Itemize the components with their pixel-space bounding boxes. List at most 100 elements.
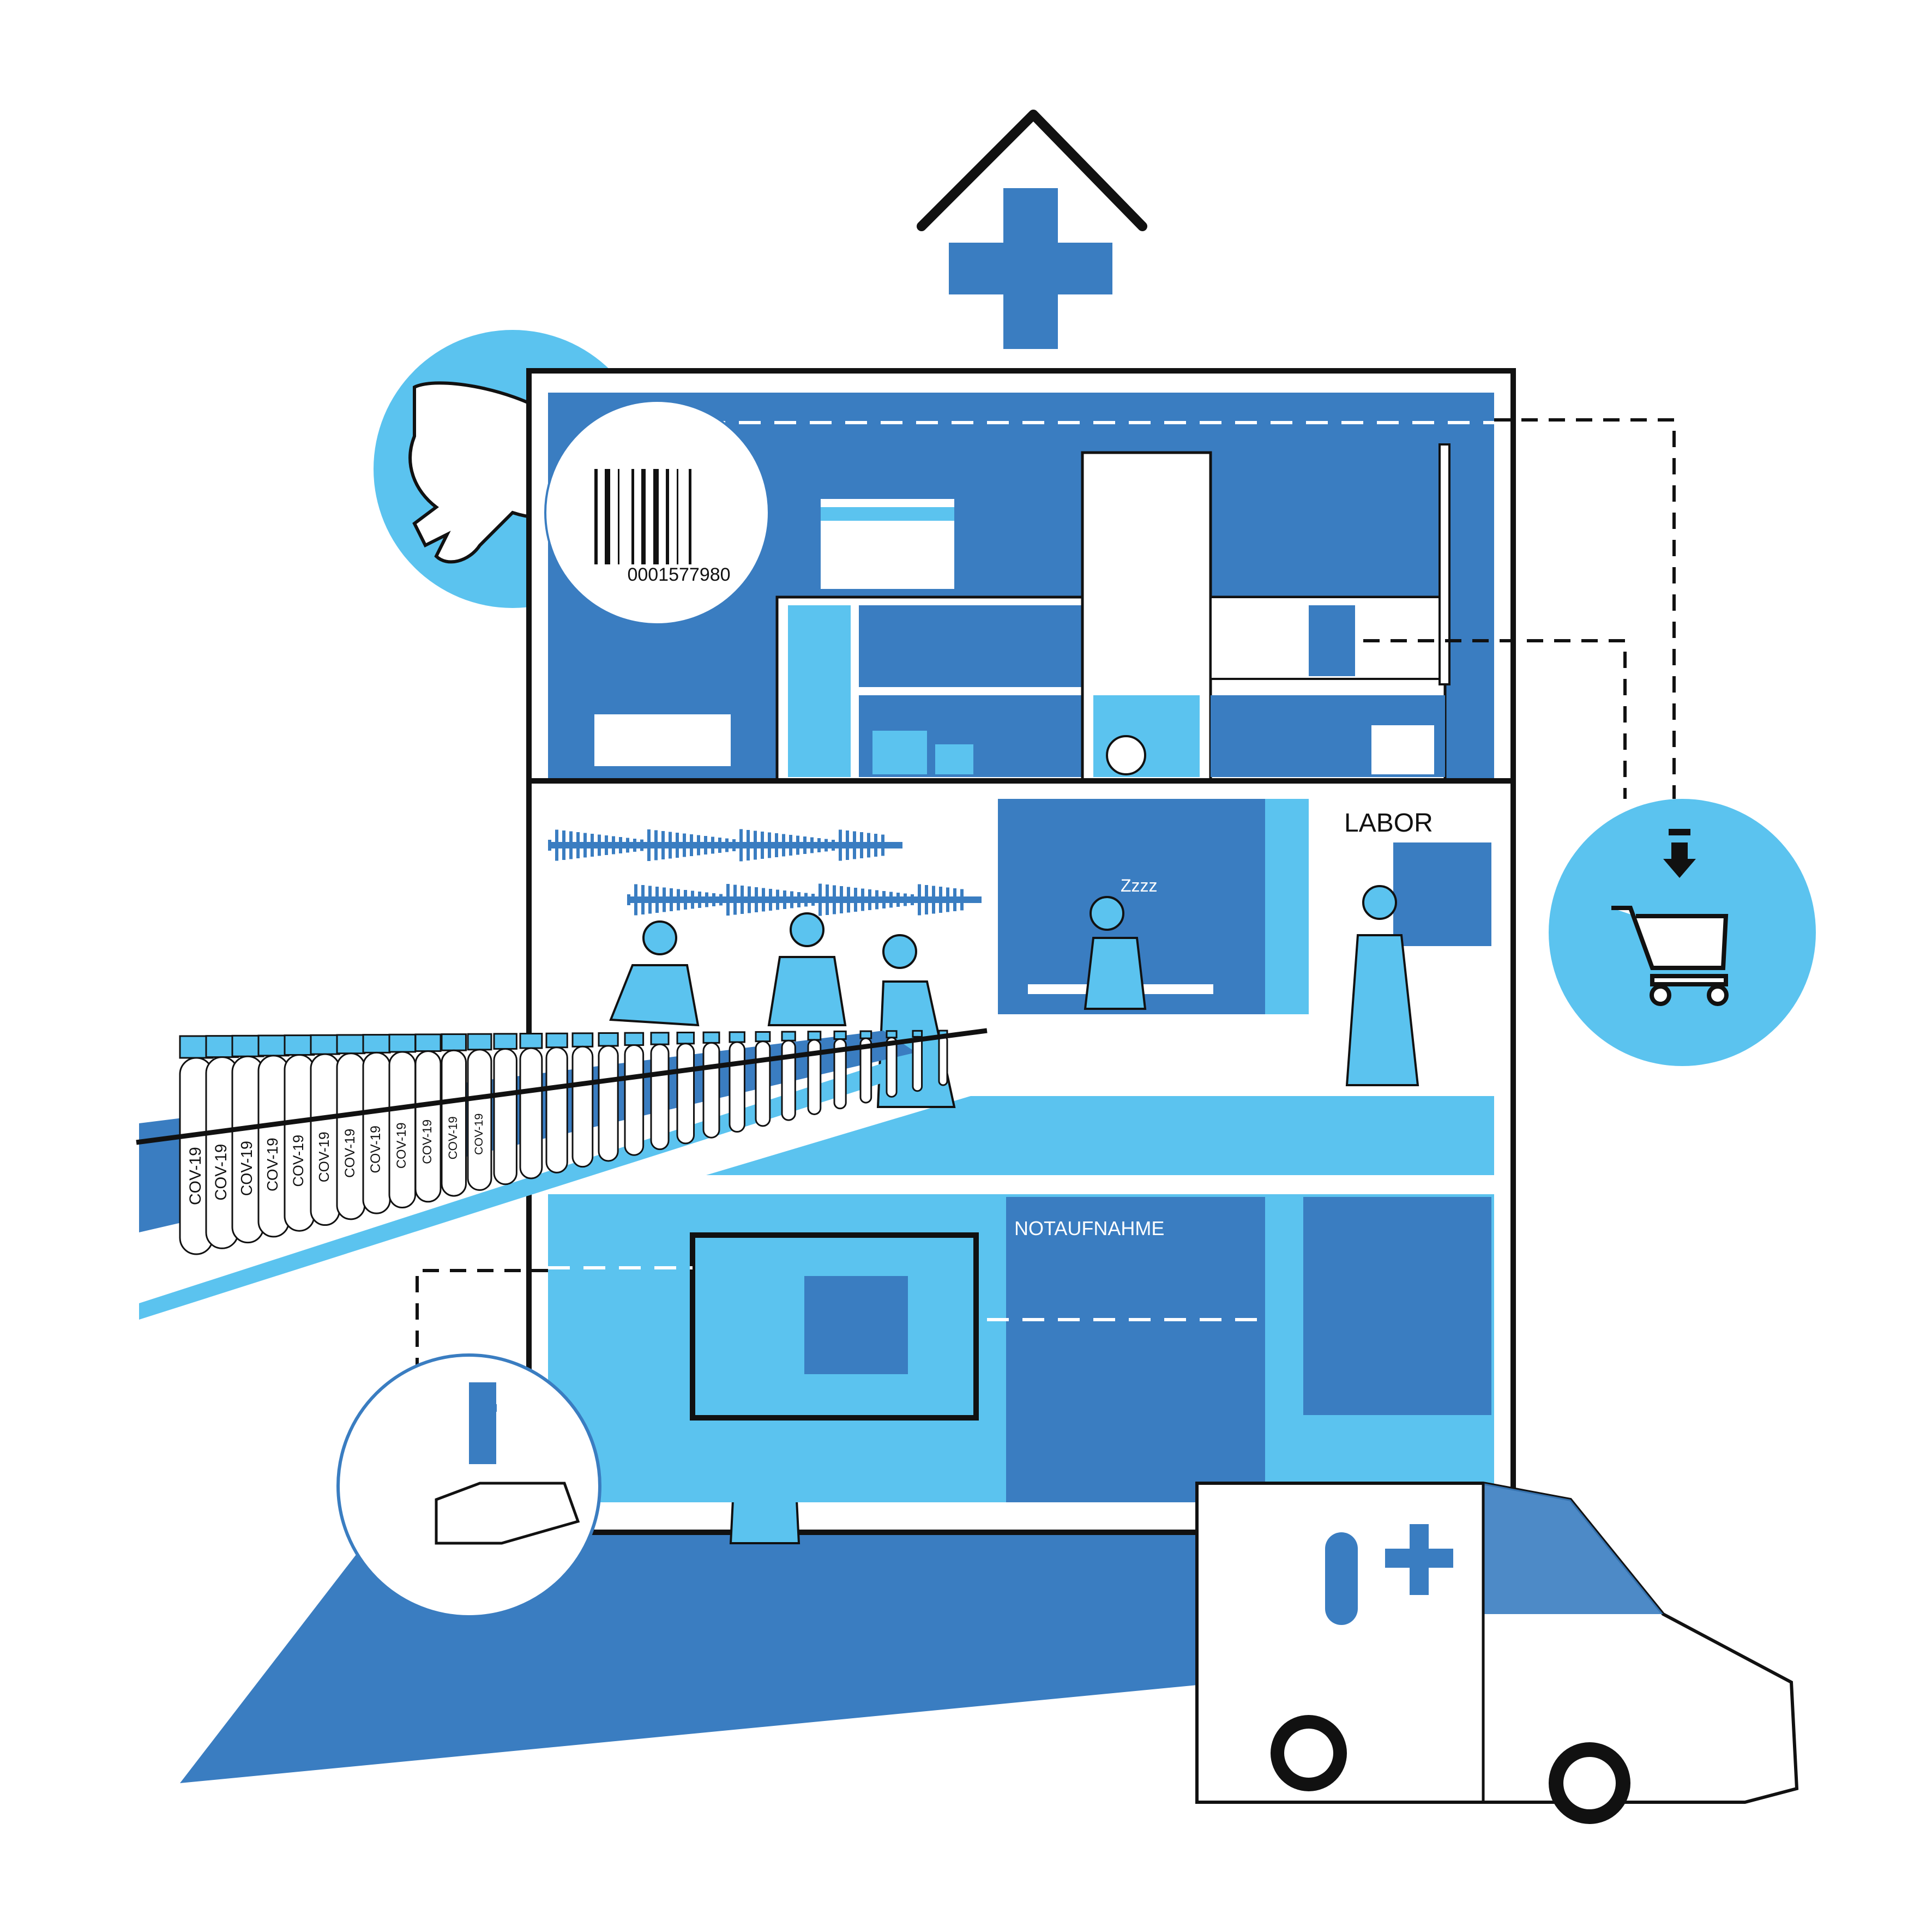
sequence-bar (832, 840, 835, 851)
sequence-bar (776, 889, 779, 910)
sequence-bar (719, 894, 723, 906)
sequence-bar (868, 889, 871, 910)
test-tube: COV-19 (467, 1033, 492, 1191)
barcode-bar (677, 469, 678, 564)
barcode-magnifier: 0001577980 (544, 400, 770, 625)
sequence-bar (605, 835, 608, 855)
sequence-bar (712, 893, 715, 906)
sequence-bar (904, 893, 907, 906)
sequence-bar (761, 832, 764, 859)
tube-label: COV-19 (342, 1129, 358, 1178)
sequence-bar (939, 887, 942, 913)
test-tube: COV-19 (310, 1034, 340, 1226)
sequence-bar (769, 889, 772, 911)
tube-label: COV-19 (238, 1141, 256, 1196)
sequence-bar (718, 838, 721, 853)
sequence-bar (783, 890, 786, 909)
sequence-bar (847, 887, 850, 913)
sequence-bar (726, 884, 730, 916)
sequence-bar (747, 830, 750, 860)
house-roof-icon (917, 110, 1147, 231)
sequence-bar (918, 884, 921, 916)
sequence-bar (824, 839, 828, 852)
sequence-bar (889, 892, 893, 908)
sequence-bar (598, 834, 601, 856)
sequence-bar (810, 837, 814, 853)
test-tube: COV-19 (284, 1034, 315, 1232)
test-tube: COV-19 (388, 1033, 417, 1208)
test-tube (886, 1030, 898, 1098)
lab-room-label: LABOR (1344, 809, 1433, 838)
sequence-bar (854, 888, 857, 912)
test-tube (729, 1031, 745, 1133)
ground-shadow (180, 1521, 1254, 1783)
sequence-bar (711, 836, 714, 854)
sequence-bar (882, 891, 886, 908)
barcode-bar (689, 469, 691, 564)
sequence-bar (583, 833, 587, 858)
sequence-bar (569, 831, 573, 859)
sequence-bar (677, 889, 680, 911)
tube-label: COV-19 (369, 1126, 383, 1173)
tube-label: COV-19 (213, 1144, 230, 1201)
sequence-bar (704, 836, 707, 854)
sequence-bar (748, 886, 751, 913)
sequence-bar (775, 833, 778, 857)
sequence-graph (548, 829, 982, 916)
dashed-connector-shelf (1363, 639, 1627, 799)
sequence-bar (725, 838, 729, 852)
dashed-connector-supply (1494, 418, 1676, 799)
sequence-bar (833, 885, 836, 914)
sequence-bar (789, 835, 792, 856)
sequence-bar (698, 892, 701, 908)
barcode-bar (666, 469, 669, 564)
sequence-bar (803, 836, 806, 854)
sequence-bar (826, 884, 829, 915)
test-tube: COV-19 (362, 1034, 391, 1214)
tube-label: COV-19 (264, 1138, 281, 1191)
sequence-bar (648, 886, 652, 914)
sequence-bar (548, 840, 551, 851)
sequence-bar (846, 830, 849, 860)
test-tube (545, 1032, 568, 1173)
test-tube (781, 1031, 796, 1121)
test-tube (676, 1031, 695, 1145)
sequence-bar (619, 837, 622, 853)
barcode-bar (618, 469, 619, 564)
test-tube (833, 1030, 847, 1110)
test-tube (493, 1033, 517, 1185)
sequence-bar (840, 886, 843, 913)
sequence-bar (640, 839, 643, 851)
sequence-bar (741, 886, 744, 914)
sequence-bar (732, 839, 736, 851)
tube-label: COV-19 (316, 1131, 332, 1182)
sequence-bar (641, 885, 645, 914)
sequence-bar (754, 830, 757, 860)
barcode-number: 0001577980 (627, 564, 730, 585)
test-tube (755, 1031, 771, 1127)
sequence-bar (691, 890, 694, 909)
barcode-bar (653, 469, 659, 564)
sequence-bar (925, 885, 928, 914)
tube-label: COV-19 (394, 1123, 409, 1169)
sequence-bar (663, 887, 666, 912)
sequence-bar (755, 887, 758, 912)
sequence-bar (655, 887, 659, 913)
sequence-bar (953, 888, 956, 911)
tube-label: COV-19 (472, 1114, 485, 1155)
sequence-bar (867, 833, 870, 858)
test-tube (912, 1030, 923, 1092)
sequence-bar (683, 833, 686, 857)
tube-label: COV-19 (290, 1135, 306, 1187)
test-tube: COV-19 (257, 1034, 290, 1238)
sequence-bar (960, 889, 964, 911)
test-tube (519, 1033, 543, 1179)
emergency-floor: NOTAUFNAHME (548, 1194, 1494, 1502)
sequence-bar (782, 834, 785, 857)
test-tube (859, 1030, 872, 1104)
test-tube (702, 1031, 720, 1139)
sequence-bar (684, 890, 687, 910)
sequence-bar (591, 834, 594, 857)
test-tube (571, 1032, 594, 1168)
ambulance-bubble (336, 1353, 601, 1618)
